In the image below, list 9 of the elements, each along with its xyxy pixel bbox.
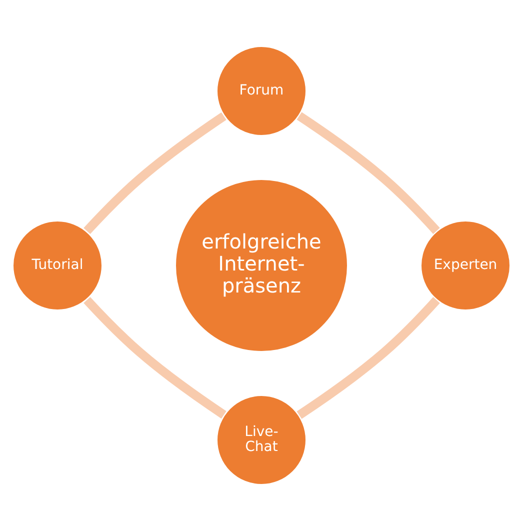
- node-circle: erfolgreiche Internet-präsenz: [174, 178, 349, 353]
- connector: [296, 297, 440, 419]
- node-circle: Live-Chat: [216, 394, 308, 486]
- node-circle: Experten: [420, 220, 512, 312]
- connector: [296, 112, 440, 234]
- node-circle: Tutorial: [12, 220, 104, 312]
- connector: [84, 296, 226, 419]
- connector: [84, 112, 226, 234]
- node-circle: Forum: [216, 45, 308, 137]
